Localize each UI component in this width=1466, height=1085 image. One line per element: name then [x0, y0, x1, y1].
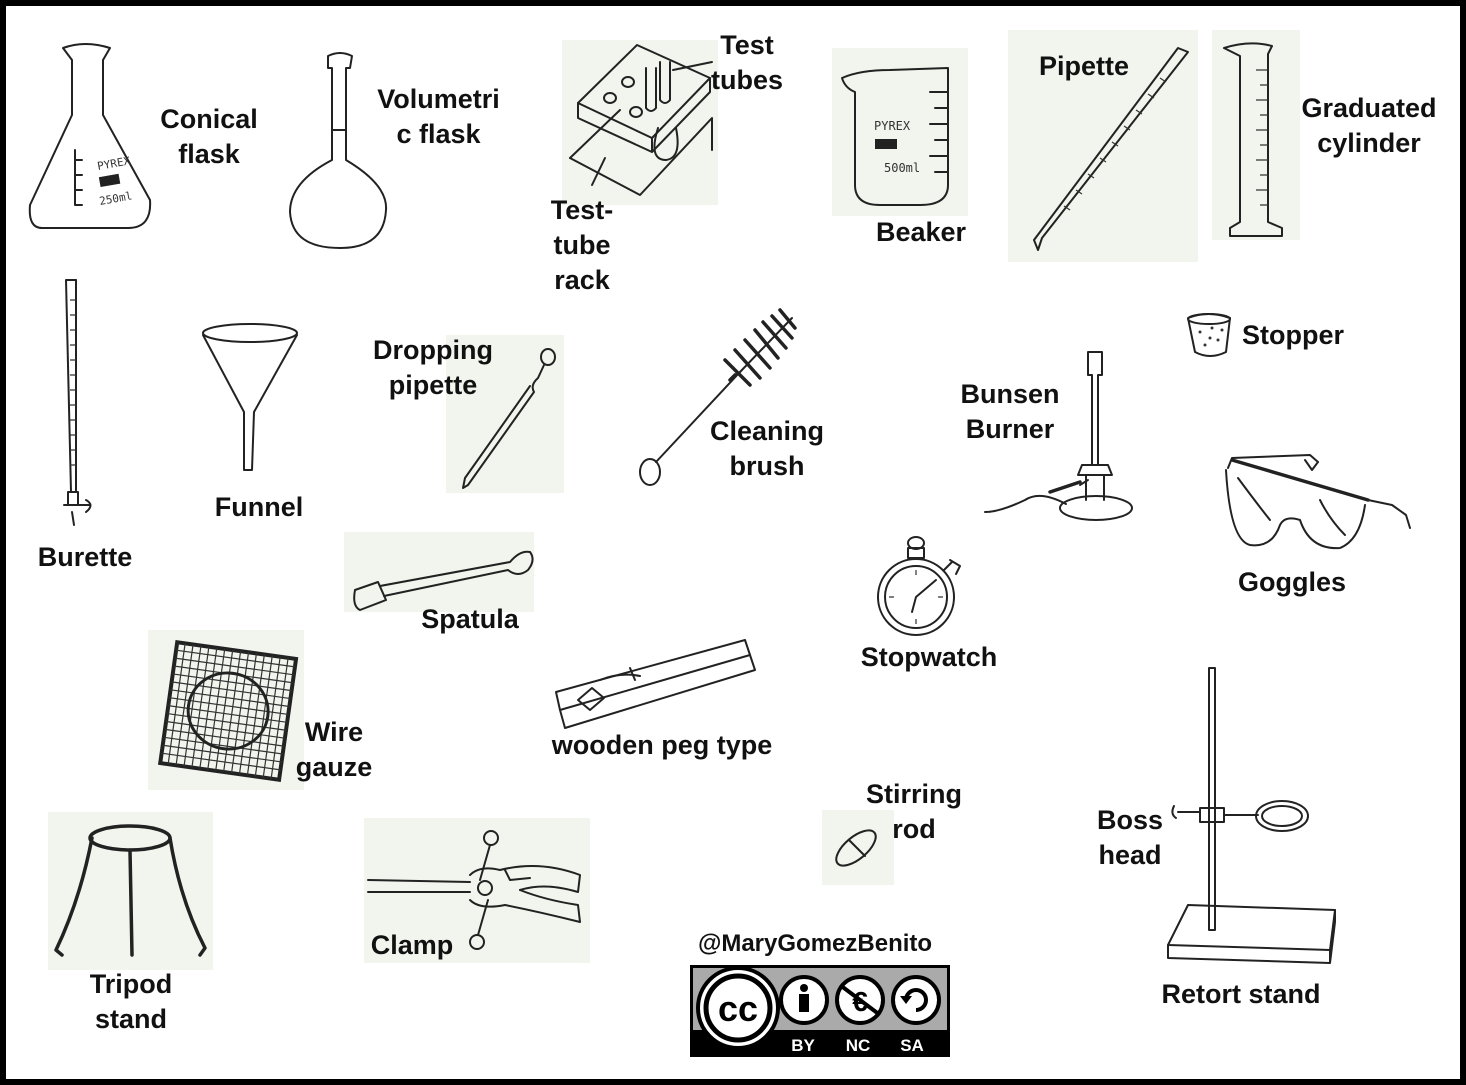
label-clamp: Clamp: [370, 930, 454, 960]
funnel-icon: [202, 323, 298, 471]
tripod-stand-icon: [48, 812, 213, 970]
cc-nc-label: NC: [846, 1036, 871, 1055]
label-burette: Burette: [37, 542, 133, 572]
goggles-icon: [1225, 454, 1411, 550]
retort-stand-icon: [1167, 667, 1336, 964]
conical-flask-icon: PYREX 250ml: [28, 43, 152, 229]
dropping-pipette-icon: [446, 335, 564, 493]
beaker-volume-text: 500ml: [884, 161, 920, 175]
cc-sa-label: SA: [900, 1036, 924, 1055]
conical-volume-text: 250ml: [98, 189, 133, 208]
stopper-icon: [1187, 313, 1231, 357]
beaker-icon: PYREX 500ml: [832, 48, 968, 216]
label-goggles: Goggles: [1237, 567, 1346, 597]
label-stopper: Stopper: [1241, 320, 1344, 350]
cleaning-brush-icon: [639, 308, 797, 486]
wire-gauze-icon: [148, 630, 304, 790]
cc-by-label: BY: [791, 1036, 815, 1055]
test-tube-rack-icon: [562, 40, 718, 205]
clamp-icon: [364, 818, 590, 963]
bunsen-burner-icon: [984, 351, 1133, 521]
label-wooden-peg: wooden peg type: [551, 730, 773, 760]
stopwatch-icon: [877, 536, 961, 636]
label-funnel: Funnel: [214, 492, 304, 522]
label-retort-stand: Retort stand: [1161, 979, 1321, 1009]
label-stopwatch: Stopwatch: [860, 642, 998, 672]
conical-brand-text: PYREX: [96, 154, 131, 173]
graduated-cylinder-icon: [1212, 30, 1300, 240]
volumetric-flask-icon: [289, 52, 388, 249]
label-pipette: Pipette: [1038, 51, 1130, 81]
stirring-rod-icon: [822, 810, 894, 885]
label-spatula: Spatula: [421, 604, 519, 634]
burette-icon: [63, 279, 92, 526]
wooden-peg-icon: [555, 639, 756, 729]
label-beaker: Beaker: [875, 217, 967, 247]
spatula-icon: [344, 532, 534, 612]
pipette-icon: [1008, 30, 1198, 262]
cc-label: cc: [718, 988, 758, 1029]
cc-license-icon: cc € BY NC SA: [690, 965, 950, 1057]
beaker-brand-text: PYREX: [874, 119, 911, 133]
author-credit: @MaryGomezBenito: [697, 930, 933, 957]
